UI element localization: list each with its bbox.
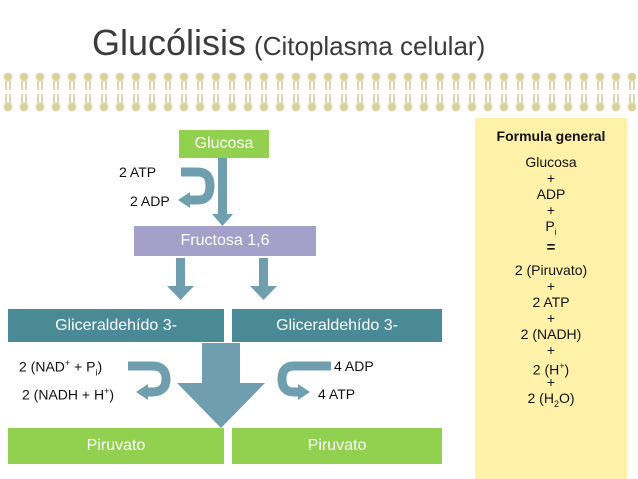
formula-piruvato: 2 (Piruvato) — [514, 262, 588, 278]
glucosa-box: Glucosa — [179, 130, 269, 158]
curved-arrow-nad — [128, 361, 171, 397]
formula-pi-text: P — [545, 218, 555, 234]
glucosa-label: Glucosa — [194, 135, 254, 152]
arrow-glucosa-fructosa — [212, 158, 233, 226]
formula-title: Formula general — [496, 128, 606, 144]
formula-h: 2 (H+) — [475, 358, 627, 378]
arrow-fructosa-right — [250, 258, 277, 300]
curved-arrow-nad-head — [136, 384, 148, 400]
gliceraldehido-right-label: Gliceraldehído 3- — [276, 316, 398, 334]
formula-h2o: 2 (H2O) — [475, 390, 627, 409]
label-nad-pi: 2 (NAD+ + Pi) — [19, 358, 102, 377]
formula-plus: + — [546, 170, 556, 186]
gliceraldehido-left-box: Gliceraldehído 3- — [8, 309, 224, 342]
nad-text: 2 (NAD — [19, 358, 65, 375]
label-2-adp: 2 ADP — [130, 193, 170, 209]
formula-pi-subscript: i — [554, 226, 557, 237]
formula-h-close: ) — [564, 361, 570, 378]
label-nadh-h: 2 (NADH + H+) — [22, 386, 114, 403]
membrane-decoration — [0, 72, 638, 112]
formula-panel: Formula general Glucosa + ADP + Pi = 2 (… — [475, 118, 627, 479]
formula-h-text: 2 (H — [532, 361, 560, 378]
page-title: Glucólisis(Citoplasma celular) — [92, 22, 485, 64]
formula-equals: = — [546, 239, 556, 256]
fructosa-label: Fructosa 1,6 — [180, 232, 270, 249]
formula-plus: + — [546, 374, 556, 390]
curved-arrow-adp-head — [298, 384, 310, 400]
piruvato-right-label: Piruvato — [307, 437, 367, 454]
formula-nadh: 2 (NADH) — [520, 326, 582, 342]
curved-arrow-atp — [181, 167, 215, 205]
nadh-close: ) — [109, 386, 115, 403]
fructosa-box: Fructosa 1,6 — [134, 226, 316, 256]
formula-atp: 2 ATP — [532, 294, 570, 310]
formula-h2o-close: O) — [558, 390, 575, 406]
title-main: Glucólisis — [92, 22, 247, 63]
gliceraldehido-left-label: Gliceraldehído 3- — [55, 316, 177, 334]
label-2-atp: 2 ATP — [119, 164, 157, 180]
nadh-text: 2 (NADH + H — [22, 386, 105, 403]
piruvato-left-box: Piruvato — [8, 428, 224, 464]
piruvato-right-box: Piruvato — [232, 428, 442, 464]
formula-h2o-text: 2 (H — [527, 390, 554, 406]
title-subtitle: (Citoplasma celular) — [254, 31, 486, 61]
formula-plus: + — [546, 278, 556, 294]
formula-pi: Pi — [475, 218, 627, 237]
curved-arrow-atp-head — [178, 192, 190, 208]
formula-h-superscript: + — [559, 361, 565, 371]
curved-arrow-adp — [277, 361, 331, 397]
gliceraldehido-right-box: Gliceraldehído 3- — [232, 309, 442, 342]
label-4-atp: 4 ATP — [318, 386, 356, 402]
formula-plus: + — [546, 202, 556, 218]
piruvato-left-label: Piruvato — [86, 437, 146, 454]
label-4-adp: 4 ADP — [334, 358, 374, 374]
formula-plus: + — [546, 310, 556, 326]
formula-plus: + — [546, 342, 556, 358]
nad-close: ) — [97, 358, 103, 375]
formula-glucosa: Glucosa — [525, 154, 577, 170]
formula-adp: ADP — [536, 186, 566, 202]
nad-superscript: + — [64, 358, 71, 368]
nadh-superscript: + — [104, 386, 110, 396]
formula-h2o-subscript: 2 — [553, 398, 559, 409]
pi-subscript: i — [95, 367, 98, 378]
arrow-fructosa-left — [167, 258, 194, 300]
nad-pi-text: + P — [70, 358, 96, 375]
formula-list: Glucosa + ADP + Pi = 2 (Piruvato) + 2 AT… — [475, 154, 627, 409]
arrow-big-piruvato — [177, 343, 265, 428]
